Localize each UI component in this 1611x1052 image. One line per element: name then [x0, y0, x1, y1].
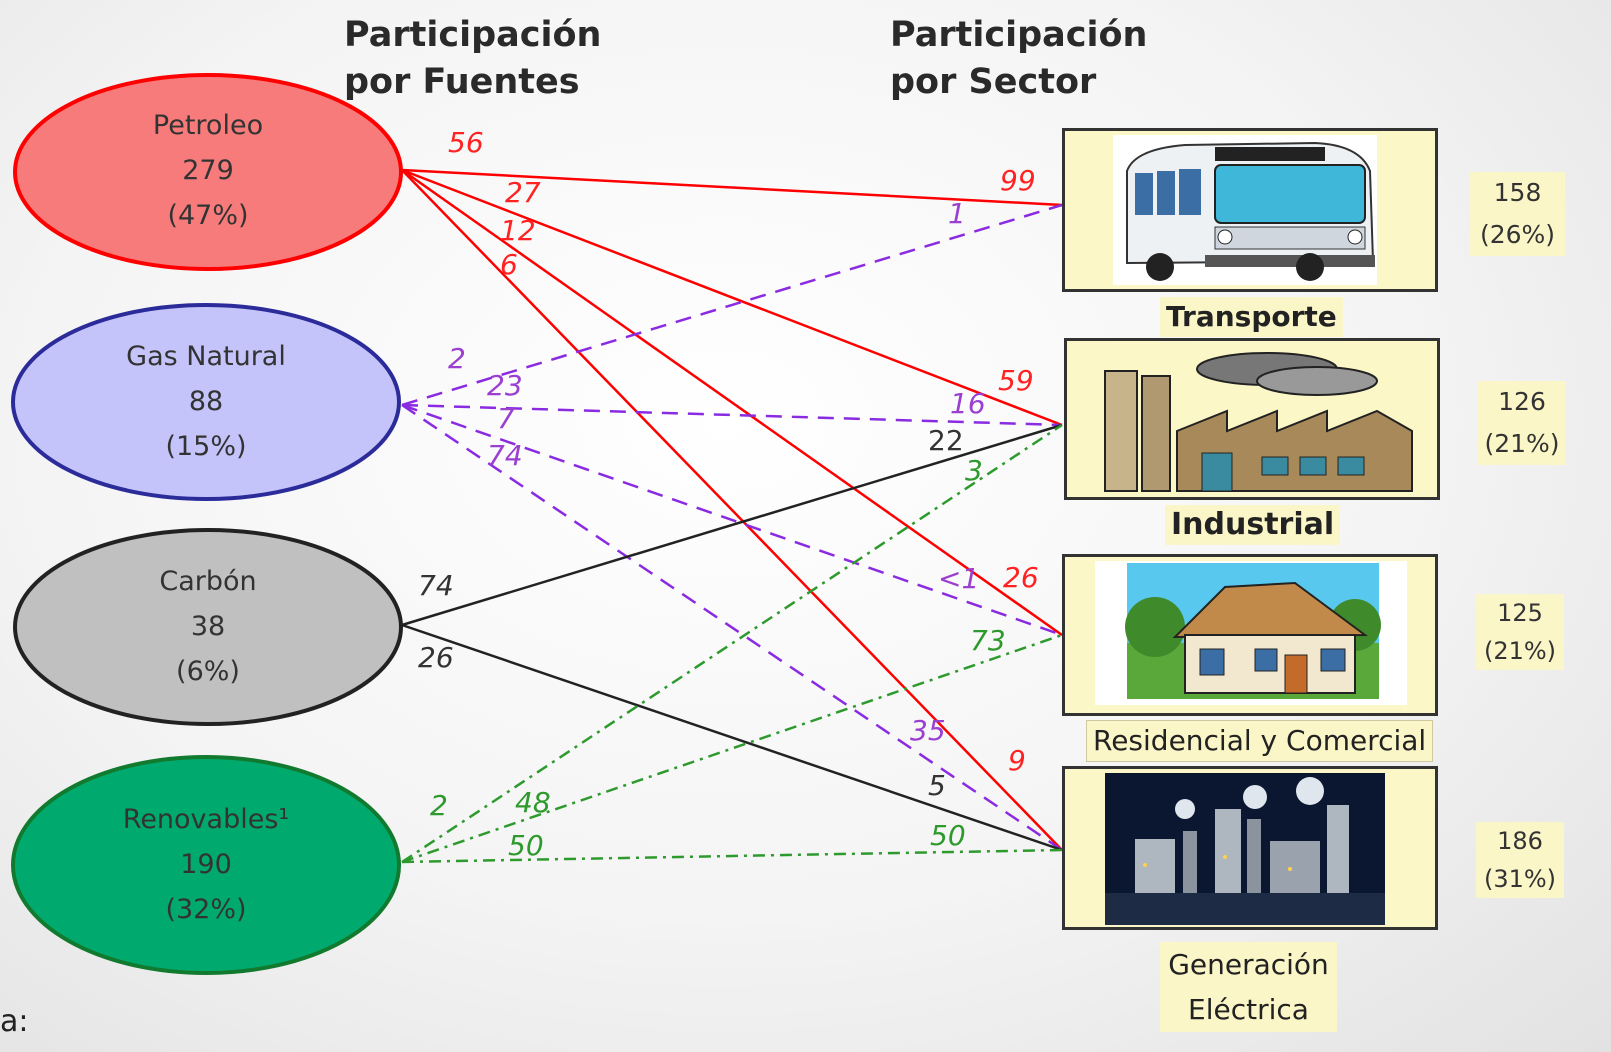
- sector-industrial-box: [1064, 338, 1440, 500]
- flow-label: 7: [497, 402, 515, 435]
- flow-gas-transporte: [401, 203, 1063, 407]
- ellipse-gas-natural: [11, 303, 401, 501]
- flow-label: 99: [1000, 164, 1036, 197]
- sector-residencial-label: Residencial y Comercial: [1086, 720, 1434, 762]
- source-value: 190: [180, 849, 232, 880]
- total-generacion: 186 (31%): [1476, 822, 1564, 898]
- flow-label: 74: [418, 569, 454, 602]
- sector-industrial-label: Industrial: [1165, 505, 1341, 545]
- source-share: (47%): [167, 200, 249, 231]
- flow-renovables-residencial: [401, 633, 1063, 864]
- source-name: Petroleo: [152, 110, 264, 141]
- total-industrial: 126 (21%): [1478, 381, 1566, 465]
- sector-residencial-box: [1062, 554, 1438, 716]
- source-share: (15%): [165, 431, 247, 462]
- house-icon: [1095, 561, 1407, 705]
- total-residencial: 125 (21%): [1476, 594, 1564, 670]
- flow-gas-residencial: [401, 403, 1063, 637]
- source-renovables: Renovables¹ 190 (32%): [56, 797, 356, 932]
- flow-label: 48: [515, 786, 551, 819]
- flow-carbon-generacion: [401, 623, 1063, 852]
- source-share: (6%): [176, 656, 240, 687]
- flow-label: 26: [418, 641, 454, 674]
- ellipse-petroleo: [13, 73, 403, 271]
- source-value: 38: [190, 611, 226, 642]
- flow-label: 5: [928, 769, 946, 802]
- flow-petroleo-transporte: [401, 168, 1063, 207]
- ellipse-renovables: [11, 755, 401, 975]
- sector-generacion-label: Generación Eléctrica: [1160, 942, 1337, 1032]
- flow-petroleo-residencial: [401, 168, 1063, 637]
- flow-label: 59: [998, 364, 1034, 397]
- footnote-text: a:: [0, 1004, 29, 1039]
- bus-icon: [1113, 135, 1377, 285]
- flow-label: 16: [950, 387, 986, 420]
- source-value: 279: [182, 155, 234, 186]
- flow-label: 73: [970, 624, 1006, 657]
- flow-label: <1: [938, 562, 979, 595]
- flow-label: 6: [500, 248, 518, 281]
- flow-label: 3: [965, 454, 983, 487]
- total-transporte: 158 (26%): [1470, 172, 1565, 256]
- flow-label: 9: [1008, 744, 1026, 777]
- flow-label: 50: [508, 829, 544, 862]
- flow-gas-generacion: [401, 403, 1063, 852]
- source-name: Gas Natural: [126, 341, 286, 372]
- source-gas-natural: Gas Natural 88 (15%): [56, 334, 356, 469]
- source-value: 88: [188, 386, 224, 417]
- flow-label: 23: [487, 369, 523, 402]
- source-petroleo: Petroleo 279 (47%): [58, 103, 358, 238]
- flow-renovables-industrial: [401, 423, 1063, 864]
- source-name: Carbón: [159, 566, 257, 597]
- source-share: (32%): [165, 894, 247, 925]
- source-carbon: Carbón 38 (6%): [58, 559, 358, 694]
- factory-icon: [1104, 352, 1413, 492]
- flow-renovables-generacion: [401, 848, 1063, 864]
- ellipse-carbon: [13, 528, 403, 726]
- flow-label: 2: [448, 342, 466, 375]
- flow-label: 27: [505, 176, 541, 209]
- flow-gas-industrial: [401, 403, 1063, 427]
- sources-header: Participación por Fuentes: [344, 15, 602, 102]
- flow-carbon-industrial: [401, 423, 1063, 627]
- flow-label: 26: [1003, 561, 1039, 594]
- sectors-header: Participación por Sector: [890, 15, 1148, 102]
- flow-label: 35: [910, 714, 946, 747]
- flow-label: 56: [448, 126, 484, 159]
- flow-label: 22: [928, 424, 964, 457]
- sector-transporte-label: Transporte: [1160, 297, 1343, 337]
- flow-petroleo-generacion: [401, 169, 1063, 851]
- flow-label: 1: [948, 197, 966, 230]
- flow-label: 12: [500, 214, 536, 247]
- flow-label: 2: [430, 789, 448, 822]
- flow-label: 74: [487, 439, 523, 472]
- sector-transporte-box: [1062, 128, 1438, 292]
- flow-label: 50: [930, 819, 966, 852]
- flow-petroleo-industrial: [401, 168, 1063, 427]
- source-name: Renovables¹: [122, 804, 290, 835]
- sector-generacion-box: [1062, 766, 1438, 930]
- power-plant-icon: [1105, 773, 1385, 925]
